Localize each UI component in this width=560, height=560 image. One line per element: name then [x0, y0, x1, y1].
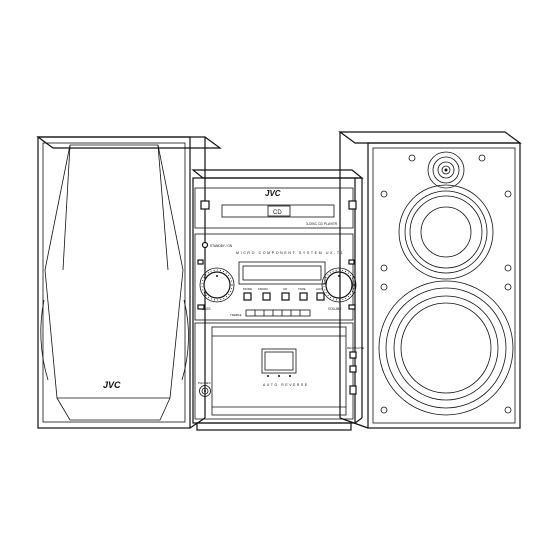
main-display: [238, 261, 326, 285]
tweeter: [427, 151, 465, 189]
left-speaker: JVC: [36, 136, 222, 429]
cd-power-button[interactable]: [200, 200, 210, 210]
aux-source-button[interactable]: [316, 292, 325, 301]
tape-button-2[interactable]: [349, 365, 357, 373]
amp-left-top-button[interactable]: [197, 259, 204, 265]
aux-source-label: AUX: [316, 287, 322, 291]
rec-label: REC/PAUSE: [347, 346, 364, 350]
center-unit: [191, 169, 364, 431]
midrange-driver: [398, 184, 494, 280]
amp-right-bottom-button[interactable]: [348, 304, 356, 310]
tape-source-label: TAPE: [298, 287, 306, 291]
center-logo: JVC: [265, 189, 281, 198]
right-speaker: [338, 131, 522, 429]
preset-strip: [245, 309, 311, 317]
tape-source-button[interactable]: [299, 292, 308, 301]
fm-am-label: FM/AM: [258, 287, 268, 291]
left-speaker-logo: JVC: [103, 380, 121, 390]
tape-door[interactable]: [211, 326, 347, 416]
volume-knob-ring: [321, 267, 357, 303]
cd-open-close-button[interactable]: [348, 200, 357, 210]
system-name-label: MICRO COMPONENT SYSTEM UX-T1: [236, 251, 344, 255]
cd-source-button[interactable]: [281, 292, 290, 301]
standby-button[interactable]: [201, 241, 209, 249]
standby-label: STANDBY / ON: [210, 244, 233, 248]
cd-disc-indicator: [267, 205, 291, 217]
amp-right-top-button[interactable]: [348, 259, 355, 265]
cd-disc-badge: CD: [273, 210, 282, 216]
tape-window: [261, 348, 297, 374]
mode-label: MODE: [243, 287, 252, 291]
amp-section: STANDBY / ON MICRO COMPONENT SYSTEM UX-T…: [194, 233, 357, 321]
treble-label: TREBLE: [230, 313, 242, 317]
woofer: [378, 280, 514, 416]
mode-button[interactable]: [243, 292, 252, 301]
fm-am-button[interactable]: [262, 292, 271, 301]
phones-label: PHONES: [198, 381, 211, 385]
cd-tray[interactable]: [221, 204, 335, 218]
tape-eject-button[interactable]: [349, 385, 357, 395]
rec-pause-button[interactable]: [349, 351, 357, 359]
volume-label: VOLUME: [328, 307, 341, 311]
tape-auto-reverse-label: AUTO REVERSE: [263, 383, 309, 387]
bass-knob-ring: [199, 267, 235, 303]
bass-knob[interactable]: [203, 271, 231, 299]
tape-section: AUTO REVERSE PHONES REC/PAUSE: [194, 322, 364, 420]
phones-jack[interactable]: [199, 385, 211, 397]
amp-left-bottom-button[interactable]: [197, 304, 205, 310]
volume-knob[interactable]: [325, 271, 353, 299]
cd-source-label: CD: [283, 287, 288, 291]
bass-label: BASS: [202, 307, 211, 311]
cd-unit-label: 3-DISC CD PLAYER: [306, 222, 338, 226]
cd-section: JVC CD 3-DISC CD PLAYER: [194, 187, 357, 229]
